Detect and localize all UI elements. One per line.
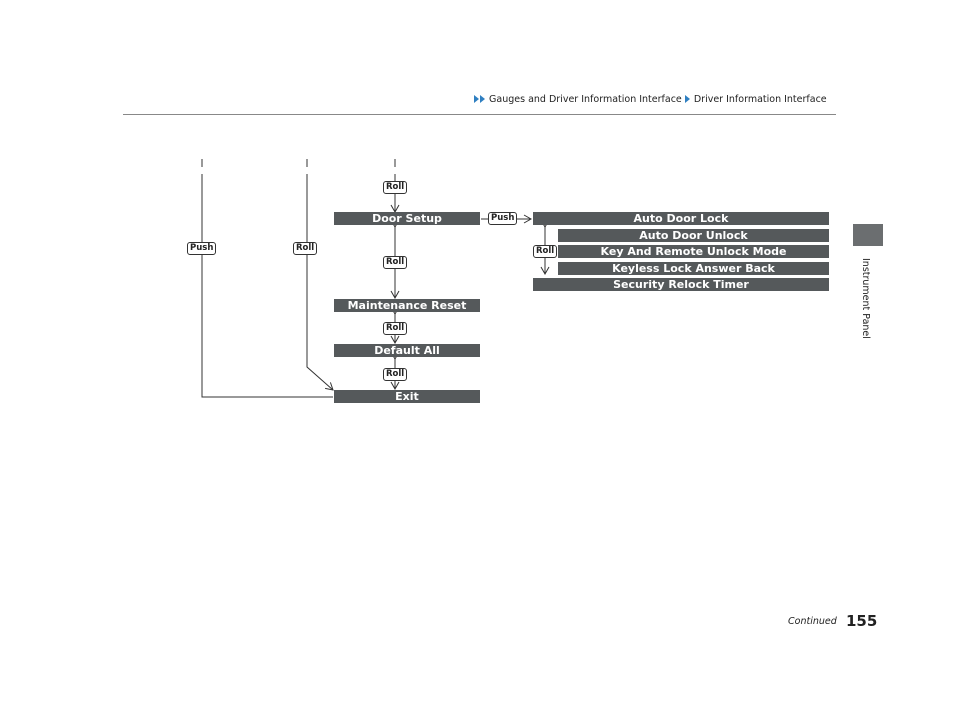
push-tag: Push xyxy=(488,212,518,225)
roll-tag: Roll xyxy=(383,181,408,194)
breadcrumb-item-driver-info[interactable]: Driver Information Interface xyxy=(693,94,827,105)
continued-label: Continued xyxy=(788,616,837,627)
menu-exit[interactable]: Exit xyxy=(334,390,480,403)
roll-tag: Roll xyxy=(533,245,558,258)
push-tag: Push xyxy=(187,242,217,255)
submenu-security-relock-timer[interactable]: Security Relock Timer xyxy=(533,278,829,291)
submenu-keyless-lock-answer-back[interactable]: Keyless Lock Answer Back xyxy=(558,262,829,275)
breadcrumb-item-gauges[interactable]: Gauges and Driver Information Interface xyxy=(489,94,682,105)
roll-tag: Roll xyxy=(383,256,408,269)
breadcrumb-arrow-icon xyxy=(480,95,485,103)
section-tab-marker xyxy=(853,224,883,246)
page-number: 155 xyxy=(846,612,878,630)
roll-tag: Roll xyxy=(383,368,408,381)
submenu-key-remote-unlock-mode[interactable]: Key And Remote Unlock Mode xyxy=(558,245,829,258)
section-tab-label: Instrument Panel xyxy=(860,258,871,339)
submenu-auto-door-lock[interactable]: Auto Door Lock xyxy=(533,212,829,225)
breadcrumb-arrow-icon xyxy=(474,95,479,103)
breadcrumb: Gauges and Driver Information Interface … xyxy=(474,94,827,105)
submenu-auto-door-unlock[interactable]: Auto Door Unlock xyxy=(558,229,829,242)
menu-maintenance-reset[interactable]: Maintenance Reset xyxy=(334,299,480,312)
roll-tag: Roll xyxy=(383,322,408,335)
menu-default-all[interactable]: Default All xyxy=(334,344,480,357)
breadcrumb-arrow-icon xyxy=(684,95,690,103)
menu-door-setup[interactable]: Door Setup xyxy=(334,212,480,225)
roll-tag: Roll xyxy=(293,242,318,255)
header-divider xyxy=(123,114,836,115)
